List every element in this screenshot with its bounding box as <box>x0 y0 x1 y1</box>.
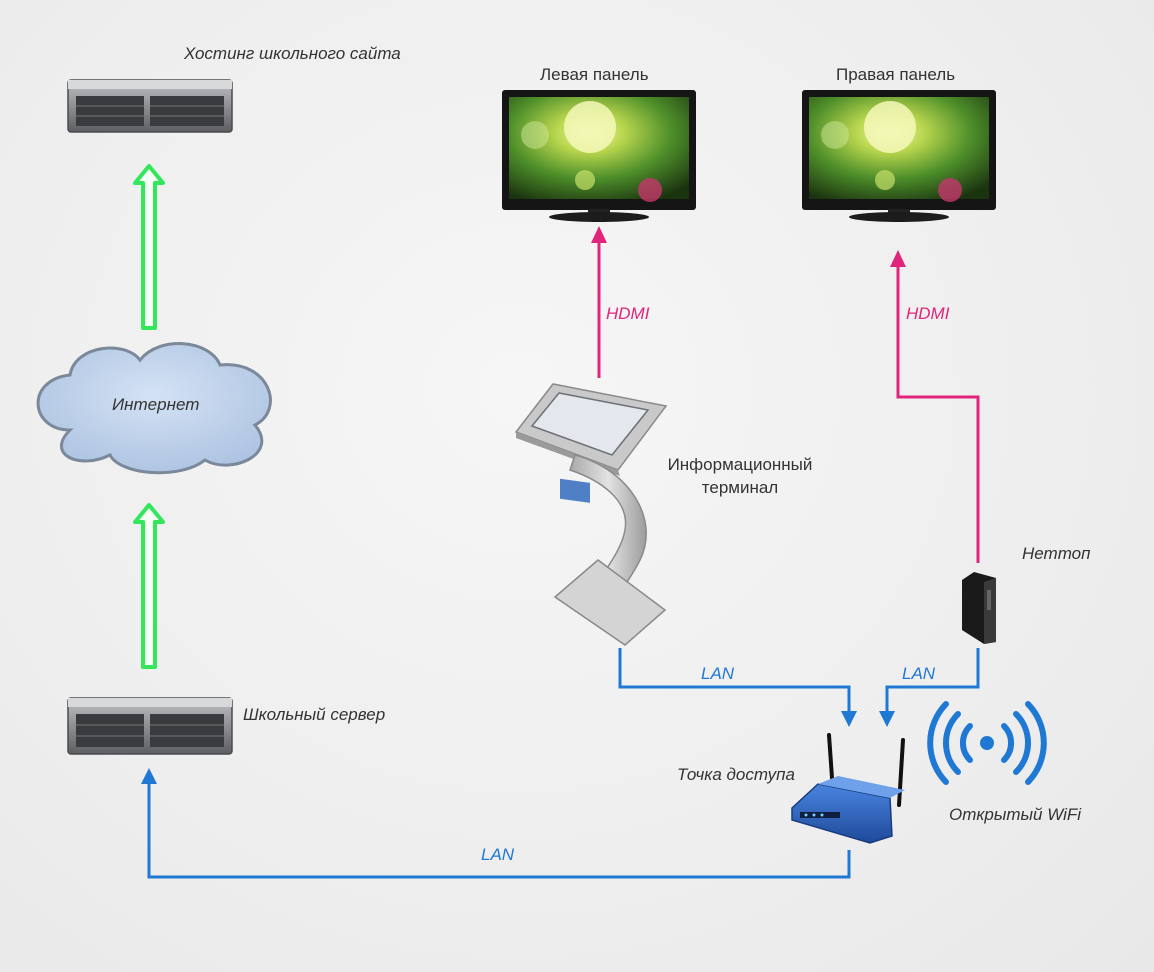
lan-nettop-connector <box>879 648 980 727</box>
hosting-server-icon <box>67 79 233 133</box>
left-panel-label: Левая панель <box>540 65 649 84</box>
info-terminal-label: Информационный терминал <box>667 455 813 497</box>
nettop-icon <box>962 572 996 644</box>
hdmi-right-label: HDMI <box>906 304 950 323</box>
right-panel-label: Правая панель <box>836 65 956 84</box>
upload-arrow-icon <box>133 503 165 669</box>
school-server-label: Школьный сервер <box>243 705 386 724</box>
hdmi-right-connector <box>890 250 980 563</box>
access-point-label: Точка доступа <box>677 765 795 784</box>
lan-terminal-connector <box>618 648 857 727</box>
access-point-router-icon <box>791 733 905 844</box>
open-wifi-label: Открытый WiFi <box>949 805 1082 824</box>
lan-server-connector <box>141 768 851 879</box>
nettop-label: Неттоп <box>1022 544 1091 563</box>
hosting-label: Хостинг школьного сайта <box>184 44 401 63</box>
right-panel-tv-icon <box>802 90 996 222</box>
school-server-icon <box>67 697 233 755</box>
hdmi-left-label: HDMI <box>606 304 650 323</box>
hdmi-left-connector <box>591 226 607 378</box>
wifi-signal-icon <box>927 701 1047 785</box>
internet-cloud-icon <box>36 342 272 475</box>
upload-arrow-icon <box>133 164 165 330</box>
left-panel-tv-icon <box>502 90 696 222</box>
lan-terminal-label: LAN <box>701 664 735 683</box>
internet-label: Интернет <box>112 395 200 414</box>
lan-nettop-label: LAN <box>902 664 936 683</box>
info-terminal-kiosk-icon <box>514 383 668 646</box>
lan-server-label: LAN <box>481 845 515 864</box>
